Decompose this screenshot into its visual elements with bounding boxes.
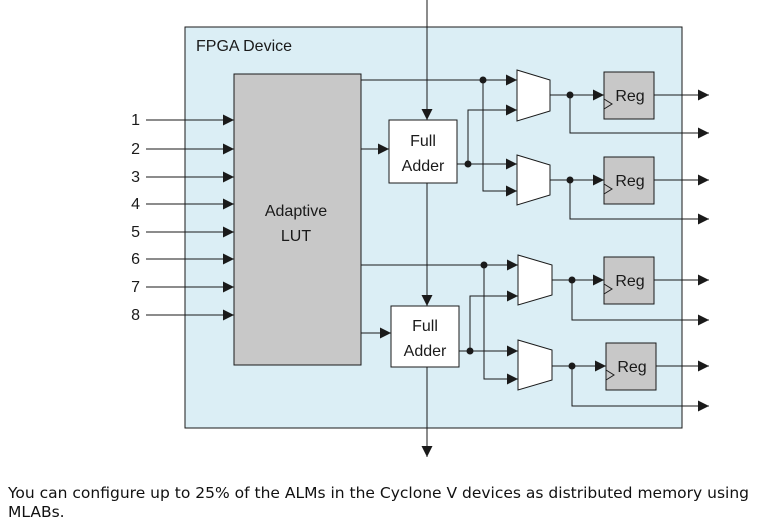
register-1: Reg <box>603 71 655 120</box>
upper-routing <box>361 74 517 197</box>
junction-dot <box>480 261 488 269</box>
input-label-6: 6 <box>131 251 140 268</box>
full-adder-top-label-line1: Full <box>410 133 436 150</box>
mux-2 <box>516 154 551 206</box>
junction-dot <box>568 362 576 370</box>
register-outputs <box>654 89 709 372</box>
full-adder-bottom <box>390 305 460 368</box>
input-label-1: 1 <box>131 112 140 129</box>
mux-3 <box>517 254 553 306</box>
input-label-4: 4 <box>131 196 140 213</box>
output-routing <box>550 89 709 412</box>
junction-dot <box>566 176 574 184</box>
register-1-label: Reg <box>615 88 644 105</box>
junction-dot <box>466 347 474 355</box>
full-adder-top <box>388 119 458 184</box>
input-label-8: 8 <box>131 307 140 324</box>
alm-block-diagram: FPGA Device Adaptive LUT 1 2 3 4 5 6 7 8… <box>131 0 709 457</box>
mux-4 <box>517 339 553 391</box>
register-4: Reg <box>605 342 657 391</box>
input-label-2: 2 <box>131 141 140 158</box>
caption-text: You can configure up to 25% of the ALMs … <box>8 484 750 521</box>
register-3-label: Reg <box>615 273 644 290</box>
adaptive-lut-block <box>233 73 362 366</box>
mux-1 <box>516 69 551 122</box>
adaptive-lut-label-line2: LUT <box>281 228 311 245</box>
register-2-label: Reg <box>615 173 644 190</box>
lower-routing <box>361 259 518 385</box>
input-label-7: 7 <box>131 279 140 296</box>
adaptive-lut-label-line1: Adaptive <box>265 203 327 220</box>
register-3: Reg <box>603 256 655 305</box>
lut-inputs: 1 2 3 4 5 6 7 8 <box>131 112 234 324</box>
register-2: Reg <box>603 156 655 205</box>
junction-dot <box>566 91 574 99</box>
register-4-label: Reg <box>617 359 646 376</box>
fpga-device-label: FPGA Device <box>196 38 292 55</box>
full-adder-top-label-line2: Adder <box>402 158 445 175</box>
junction-dot <box>479 76 487 84</box>
full-adder-bottom-label-line1: Full <box>412 318 438 335</box>
full-adder-bottom-label-line2: Adder <box>404 343 447 360</box>
junction-dot <box>568 276 576 284</box>
input-label-5: 5 <box>131 224 140 241</box>
input-label-3: 3 <box>131 169 140 186</box>
junction-dot <box>464 160 472 168</box>
